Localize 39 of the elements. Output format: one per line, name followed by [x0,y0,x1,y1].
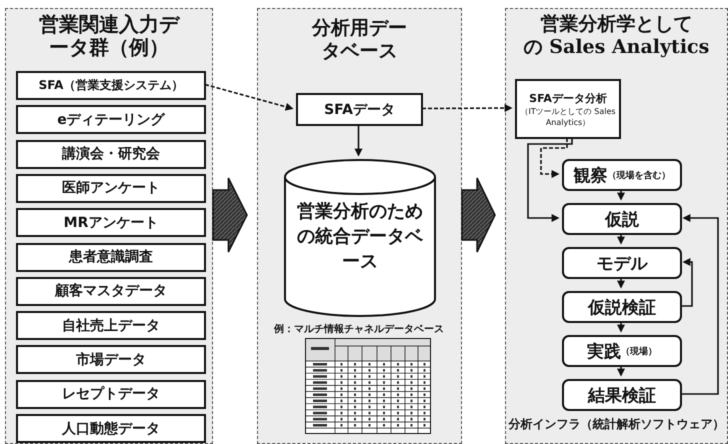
panel [5,8,213,444]
arrow [354,125,362,157]
block-arrow [461,177,496,253]
source-box: 自社売上データ [16,311,206,340]
source-box: 顧客マスタデータ [16,276,206,306]
panel-heading: 営業分析学としての Sales Analytics [522,13,710,59]
source-box: 人口動態データ [16,414,206,443]
block-arrow [212,177,248,253]
arrow [422,104,513,112]
arrow [540,138,568,178]
arrow [617,190,625,201]
source-box: レセプトデータ [16,380,206,409]
step-box: 仮説検証 [562,291,682,323]
arrow [617,366,625,377]
arrow [204,84,294,111]
step-box: 仮説 [562,203,682,235]
data-box: SFAデータ [296,93,423,126]
panel-footer-heading: 分析インフラ（統計解析ソフトウェア） [507,417,726,432]
step-box: 結果検証 [562,379,682,411]
source-box: 患者意識調査 [16,242,206,272]
arrow [681,214,719,395]
step-box: モデル [562,247,682,279]
source-box: MRアンケート [16,208,206,238]
panel [505,8,728,444]
panel-heading: 営業関連入力データ群（例） [38,13,182,59]
arrow [681,258,693,307]
source-box: eディテーリング [16,105,206,134]
source-box: SFA（営業支援システム） [16,71,206,100]
arrow [617,322,625,333]
panel-heading: 分析用データベース [310,17,408,63]
arrow [527,138,573,222]
source-box: 市場データ [16,345,206,374]
database-cylinder: 営業分析のための統合データベース [284,159,436,317]
table-caption: 例：マルチ情報チャネルデータベース [274,322,445,336]
source-box: 医師アンケート [16,174,206,203]
arrow [617,234,625,245]
arrow [617,278,625,289]
analysis-box: SFAデータ分析 （ITツールとしての Sales Analytics） [515,79,621,139]
source-box: 講演会・研究会 [16,140,206,169]
